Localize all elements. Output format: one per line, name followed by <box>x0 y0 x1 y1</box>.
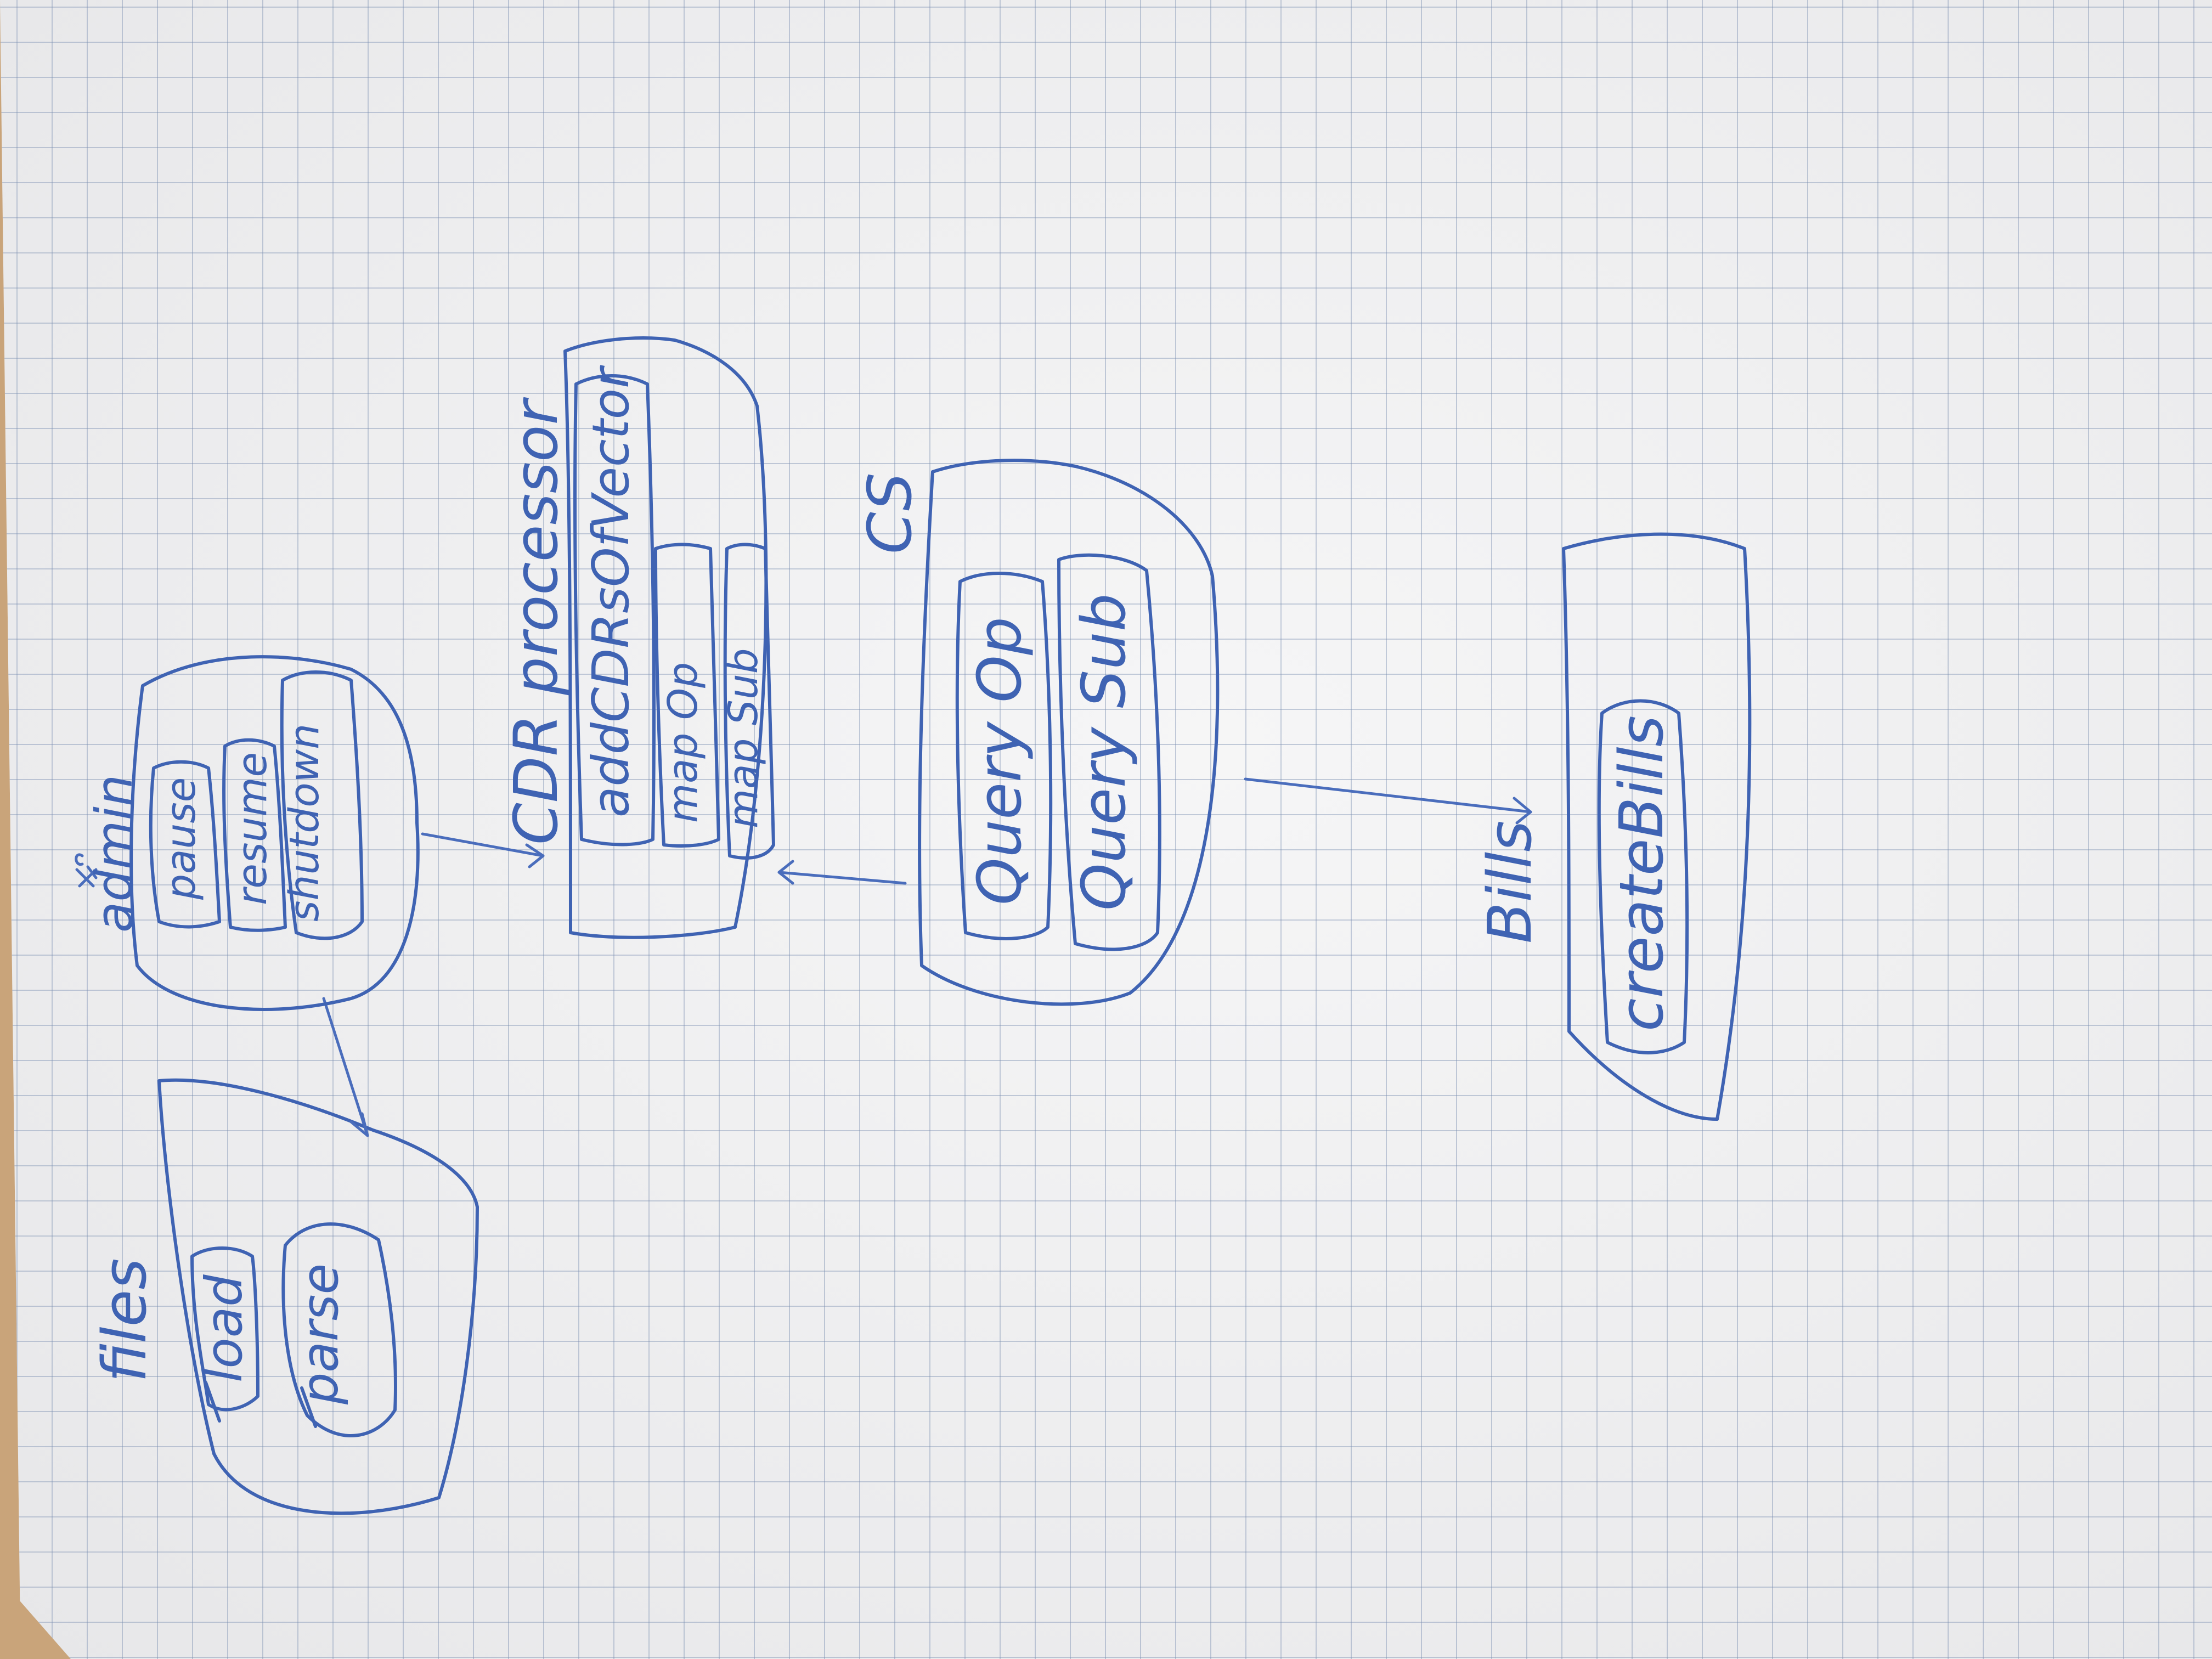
map-sub-button-label[interactable]: map Sub <box>720 648 767 828</box>
admin-module: admin pause resume shutdown <box>75 655 420 1011</box>
add-cdrs-button-label[interactable]: addCDRsOfVector <box>582 365 640 817</box>
files-box <box>157 1078 479 1515</box>
admin-title: admin <box>85 775 144 933</box>
bills-module: Bills createBills <box>1475 532 1752 1121</box>
create-bills-button-label[interactable]: createBills <box>1606 715 1677 1031</box>
map-op-button-label[interactable]: map Op <box>659 662 707 823</box>
resume-button-outline <box>222 738 287 932</box>
bills-box <box>1562 532 1752 1121</box>
load-button-label[interactable]: load <box>195 1274 253 1383</box>
query-op-button-label[interactable]: Query Op <box>964 617 1035 905</box>
admin-box <box>129 655 420 1011</box>
cs-to-bills-arrow <box>1244 777 1532 814</box>
resume-button-label[interactable]: resume <box>229 752 276 905</box>
map-sub-button-outline <box>723 543 775 860</box>
cs-box <box>918 459 1220 1006</box>
cs-module: CS Query Op Query Sub <box>855 459 1220 1006</box>
pause-button-outline <box>149 760 221 929</box>
query-sub-button-outline <box>1057 553 1161 951</box>
cdr-processor-title: CDR processor <box>501 397 571 845</box>
files-module: files load parse <box>89 1078 479 1515</box>
query-op-button-outline <box>955 572 1053 940</box>
cdr-processor-module: CDR processor addCDRsOfVector map Op map… <box>501 336 775 939</box>
shutdown-button-label[interactable]: shutdown <box>281 724 328 922</box>
files-title: files <box>89 1258 160 1383</box>
shutdown-button-outline <box>280 670 364 940</box>
admin-to-cdr-arrow <box>421 832 545 857</box>
parse-button-outline <box>281 1222 397 1437</box>
cs-title: CS <box>855 472 925 554</box>
query-sub-button-label[interactable]: Query Sub <box>1069 593 1139 911</box>
create-bills-button-outline <box>1597 699 1689 1054</box>
cdr-processor-box <box>563 336 768 939</box>
cs-to-cdr-arrow <box>777 871 907 885</box>
bills-title: Bills <box>1475 821 1545 944</box>
map-op-button-outline <box>654 543 720 848</box>
admin-actor-icon <box>75 853 98 888</box>
admin-to-files-arrow <box>322 997 369 1137</box>
add-cdrs-button-outline <box>573 374 656 847</box>
parse-button-label[interactable]: parse <box>291 1263 349 1405</box>
load-button-outline <box>190 1246 259 1412</box>
pause-button-label[interactable]: pause <box>157 777 205 900</box>
